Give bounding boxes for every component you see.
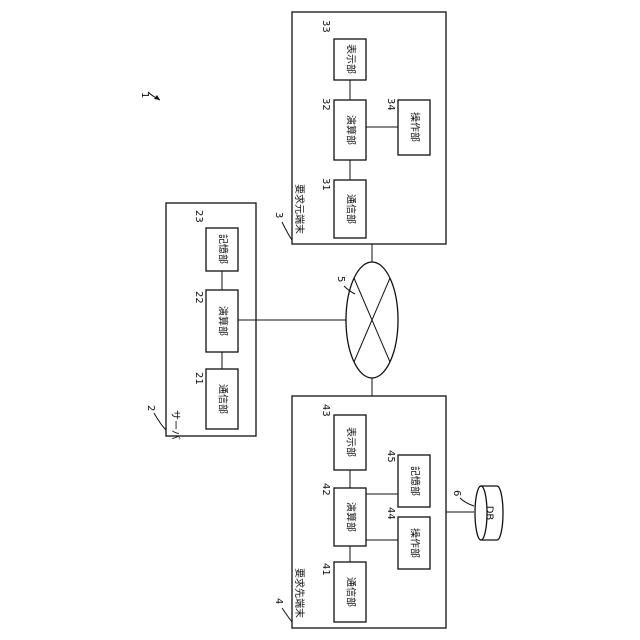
- server-storage-label: 記憶部: [217, 234, 230, 264]
- database-ref: 6: [451, 490, 462, 496]
- requester-comm-ref: 31: [320, 178, 331, 191]
- requester-terminal-title: 要求元端末: [293, 184, 306, 234]
- server-compute-ref: 22: [193, 291, 204, 304]
- requester-display-ref: 33: [320, 20, 331, 33]
- requestee-storage-ref: 45: [385, 450, 396, 463]
- requestee-ref-leader: [282, 608, 292, 622]
- server-comm-label: 通信部: [217, 384, 230, 414]
- requestee-operation-label: 操作部: [409, 528, 422, 558]
- requestee-comm-label: 通信部: [345, 577, 358, 607]
- requestee-terminal-frame: [292, 396, 446, 628]
- requester-display-label: 表示部: [345, 44, 358, 74]
- requester-operation-label: 操作部: [409, 112, 422, 142]
- requestee-terminal-title: 要求先端末: [293, 568, 306, 618]
- database-label: DB: [484, 506, 495, 521]
- server-compute-label: 演算部: [217, 306, 230, 336]
- server-storage-ref: 23: [193, 210, 204, 223]
- requestee-compute-ref: 42: [320, 483, 331, 496]
- requestee-comm-ref: 41: [320, 563, 331, 576]
- server-ref-leader: [154, 413, 166, 430]
- requestee-terminal-ref: 4: [273, 598, 284, 604]
- requester-compute-ref: 32: [320, 98, 331, 111]
- server-comm-ref: 21: [193, 372, 204, 385]
- requester-compute-label: 演算部: [345, 115, 358, 145]
- requester-terminal-block: 要求元端末 3 表示部 33 演算部 32 操作部 34 通信部 31: [273, 12, 446, 262]
- database-ref-leader: [460, 498, 474, 506]
- requestee-terminal-block: 要求先端末 4 表示部 43 演算部 42 記憶部 45 操作部 44 通信部 …: [273, 378, 474, 628]
- requester-terminal-ref: 3: [273, 212, 284, 218]
- server-title: サーバ: [169, 410, 181, 440]
- database: DB 6: [451, 486, 503, 540]
- requester-ref-leader: [282, 222, 292, 240]
- requestee-display-ref: 43: [320, 404, 331, 417]
- requester-comm-label: 通信部: [345, 194, 358, 224]
- requester-operation-ref: 34: [385, 98, 396, 111]
- server-ref: 2: [145, 405, 156, 411]
- requestee-compute-label: 演算部: [345, 502, 358, 532]
- network-ref: 5: [335, 276, 346, 282]
- system-ref: 1: [139, 92, 160, 100]
- requestee-storage-label: 記憶部: [409, 466, 422, 496]
- requestee-display-label: 表示部: [345, 427, 358, 457]
- requestee-operation-ref: 44: [385, 507, 396, 520]
